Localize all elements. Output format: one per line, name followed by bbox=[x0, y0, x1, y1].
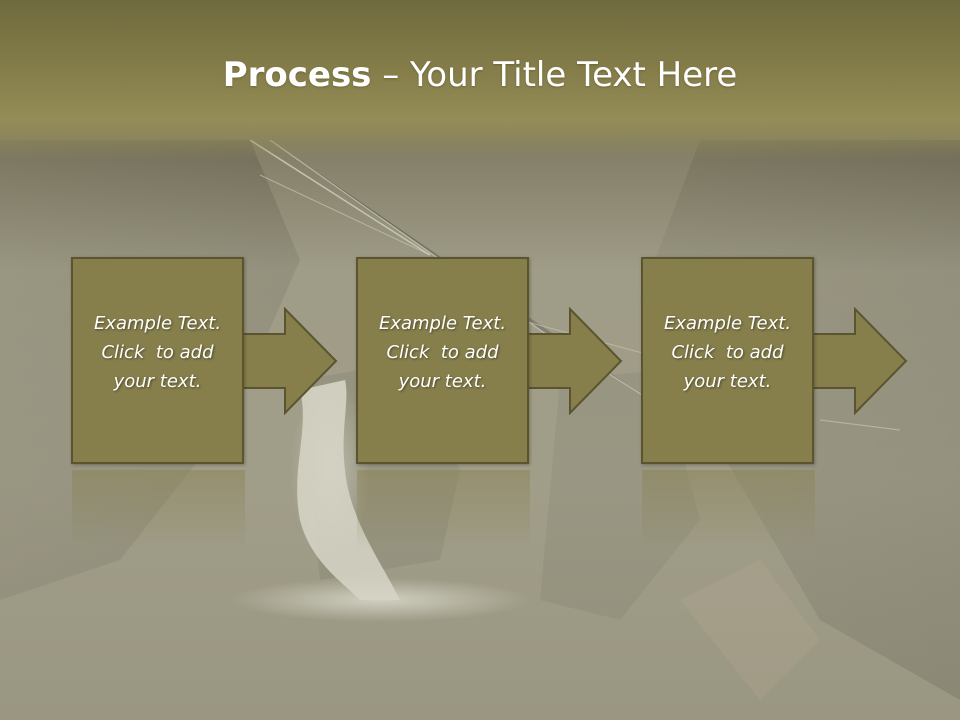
step-text[interactable]: Example Text. Click to add your text. bbox=[641, 309, 814, 396]
step-text-line: your text. bbox=[683, 371, 772, 392]
process-step-2[interactable]: Example Text. Click to add your text. bbox=[356, 257, 531, 465]
process-step-1[interactable]: Example Text. Click to add your text. bbox=[71, 257, 246, 465]
arrow-right-icon bbox=[801, 307, 908, 415]
step-text[interactable]: Example Text. Click to add your text. bbox=[71, 309, 244, 396]
process-step-3[interactable]: Example Text. Click to add your text. bbox=[641, 257, 816, 465]
step-text-line: Click to add bbox=[671, 342, 784, 363]
step-text-line: Example Text. bbox=[663, 313, 792, 334]
step-box bbox=[356, 257, 529, 464]
step-1-reflection bbox=[72, 470, 245, 550]
arrow-right-icon bbox=[516, 307, 623, 415]
header-band bbox=[0, 0, 960, 160]
step-text-line: your text. bbox=[398, 371, 487, 392]
step-text-line: Example Text. bbox=[93, 313, 222, 334]
step-3-reflection bbox=[642, 470, 815, 550]
step-text-line: your text. bbox=[113, 371, 202, 392]
step-text-line: Example Text. bbox=[378, 313, 507, 334]
step-box bbox=[641, 257, 814, 464]
step-2-reflection bbox=[357, 470, 530, 550]
arrow-right-icon bbox=[231, 307, 338, 415]
title-rest: – Your Title Text Here bbox=[371, 55, 738, 95]
step-text[interactable]: Example Text. Click to add your text. bbox=[356, 309, 529, 396]
slide-title[interactable]: Process – Your Title Text Here bbox=[0, 52, 960, 98]
title-bold: Process bbox=[222, 55, 372, 95]
step-text-line: Click to add bbox=[101, 342, 214, 363]
step-box bbox=[71, 257, 244, 464]
step-text-line: Click to add bbox=[386, 342, 499, 363]
